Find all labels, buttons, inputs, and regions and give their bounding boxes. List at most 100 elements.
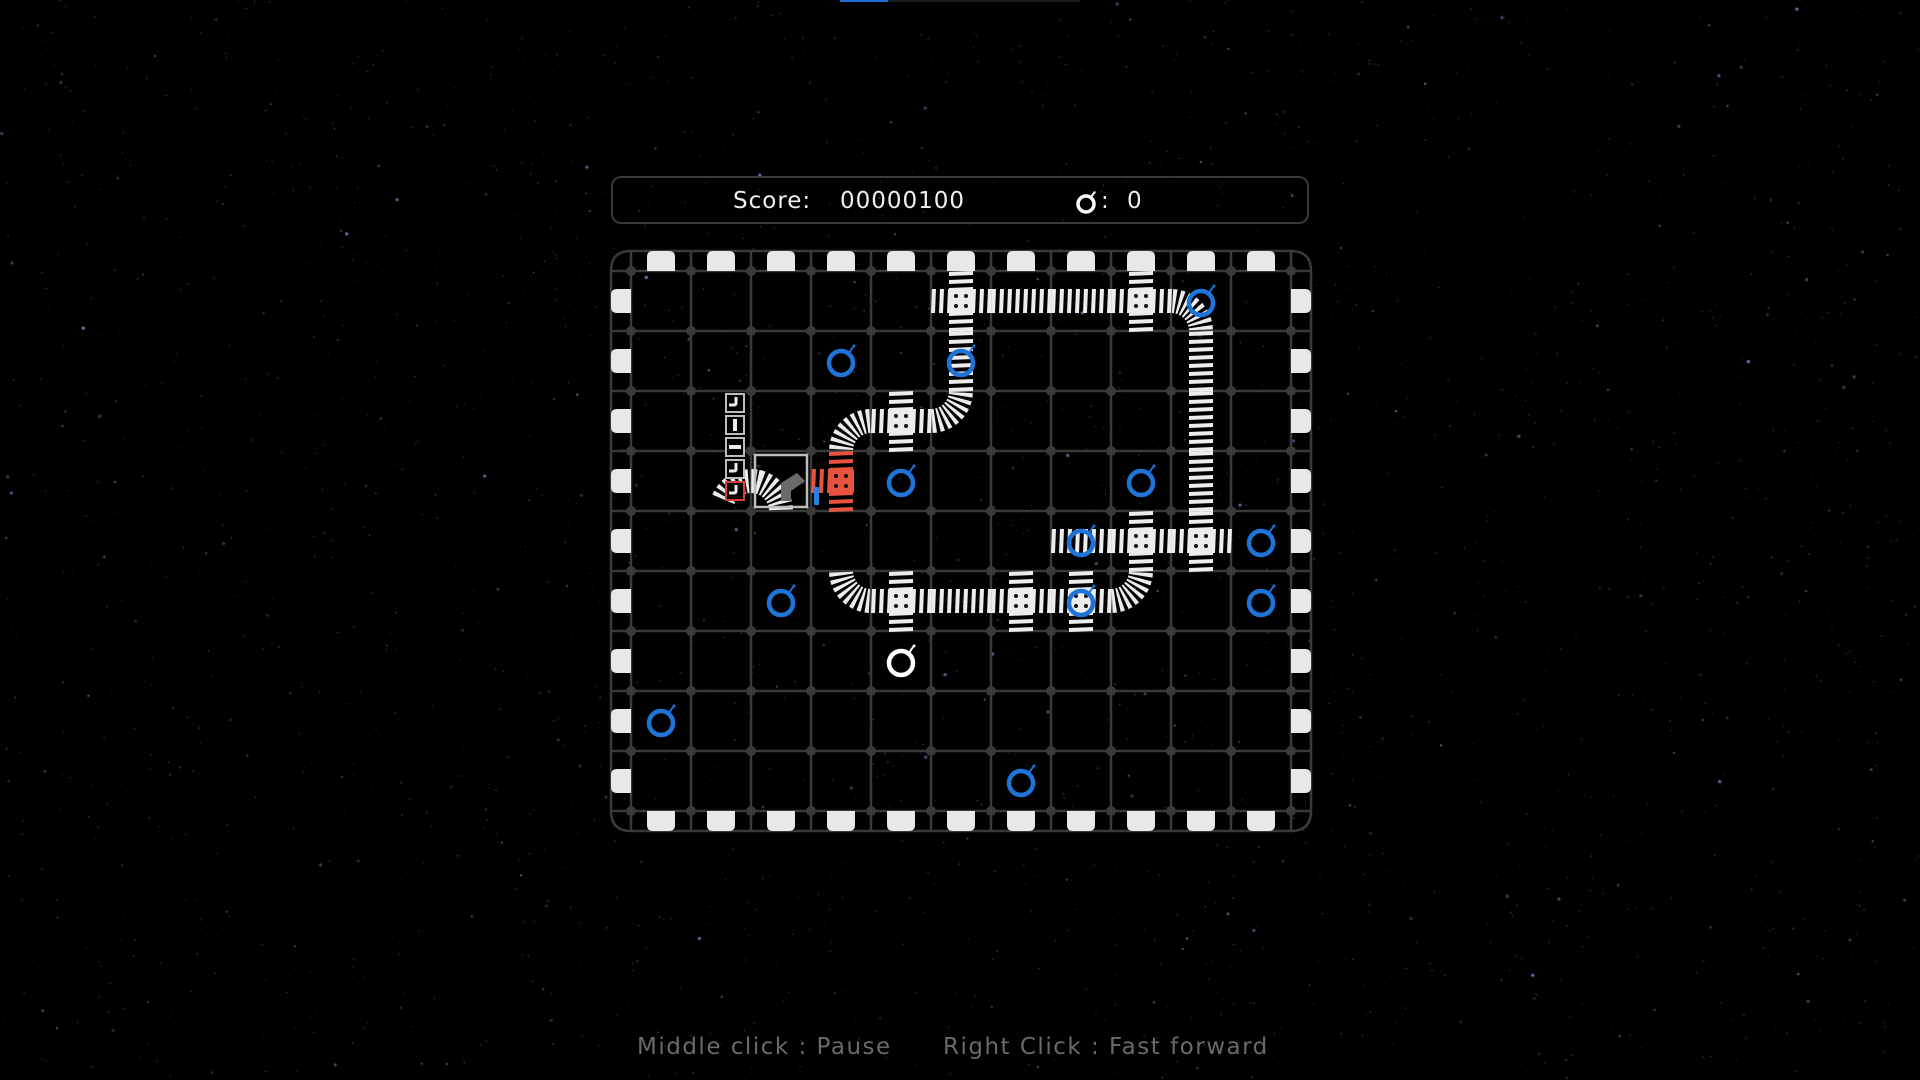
grid-node [1046,386,1056,396]
pipe-rivet [1084,604,1088,608]
edge-tab-top [707,251,735,271]
blue-ring-icon[interactable] [646,708,676,738]
pipe-segment [931,589,936,613]
pipe-rivet [964,294,968,298]
grid-node [1106,566,1116,576]
pipe-segment [1189,511,1213,516]
grid-node [1046,746,1056,756]
pipe-segment [1189,567,1213,572]
blue-ring-icon[interactable] [1186,288,1216,318]
pipe-segment [1189,459,1213,464]
pipe-segment [948,391,973,398]
pipe-rivet [1134,534,1138,538]
pipe-segment [1083,289,1088,313]
grid-node [1286,506,1296,516]
grid-node [1226,506,1236,516]
pipe-segment [999,589,1004,613]
grid-node [986,266,996,276]
pipe-segment [1189,355,1213,360]
pipe-rivet [1134,544,1138,548]
pipe-segment [1009,579,1033,584]
pipe-segment [842,417,861,438]
pipe-segment [1107,589,1112,613]
pipe-segment [871,589,876,613]
pipe-segment [919,589,924,613]
pipe-rivet [1194,544,1198,548]
grid-node [1286,266,1296,276]
pipe-segment [1219,529,1224,553]
grid-node [806,326,816,336]
grid-node [1226,446,1236,456]
grid-node [1106,686,1116,696]
pipe-segment [1175,290,1186,315]
blue-ring-icon[interactable] [886,468,916,498]
grid-node [986,686,996,696]
blue-ring-icon[interactable] [946,348,976,378]
grid-node [1226,266,1236,276]
grid-node [626,746,636,756]
ring-bomb-icon [1076,191,1096,214]
grid-node [746,746,756,756]
blue-ring-icon[interactable] [766,588,796,618]
edge-tab-top [767,251,795,271]
pipe-segment [1009,571,1033,576]
grid-node [1106,746,1116,756]
pipe-rivet [834,474,838,478]
pipe-segment [939,289,944,313]
blue-ring-icon[interactable] [826,348,856,378]
blue-ring-icon[interactable] [1126,468,1156,498]
pipe-rivet [904,424,908,428]
pipe-segment [1121,584,1140,605]
pipe-segment [919,409,924,433]
grid-node [626,566,636,576]
queue-piece-corner-icon [729,397,738,407]
grid-node [686,626,696,636]
grid-node [926,386,936,396]
blue-ring-icon-spark [1092,584,1096,588]
edge-tab-left [611,349,631,373]
pipe-segment [1069,627,1093,632]
pipe-junction [888,408,914,434]
blue-ring-icon[interactable] [1246,528,1276,558]
selected-cell-cursor[interactable] [753,453,809,509]
queue-piece-horizontal-icon [729,445,741,449]
grid-node [1106,506,1116,516]
queue-piece-vertical-icon [733,419,737,431]
grid-node [1166,506,1176,516]
pipe-segment [1189,371,1213,376]
edge-tab-top [1067,251,1095,271]
edge-tab-right [1291,469,1311,493]
blue-ring-icon-spark [852,344,856,348]
blue-ring-icon[interactable] [1066,588,1096,618]
pipe-segment [963,589,968,613]
pipe-segment [879,589,884,613]
pipe-segment [991,289,996,313]
pipe-segment [1159,289,1164,313]
grid-node [686,746,696,756]
blue-ring-icon-fuse [1208,286,1214,294]
blue-ring-icon[interactable] [1246,588,1276,618]
white-ring-icon-spark [912,644,916,648]
edge-tab-bottom [767,811,795,831]
blue-ring-icon[interactable] [1066,528,1096,558]
pipe-segment [849,412,864,436]
blue-ring-icon-spark [1032,764,1036,768]
pipe-segment [1111,289,1116,313]
pipe-segment [829,459,853,464]
pipe-segment [856,587,867,612]
pipe-segment [1059,589,1064,613]
edge-tab-bottom [827,811,855,831]
pipe-segment [1179,529,1184,553]
grid-node [746,566,756,576]
blue-ring-icon[interactable] [1006,768,1036,798]
pipe-segment [1067,289,1072,313]
edge-tab-right [1291,769,1311,793]
white-ring-icon[interactable] [886,648,916,678]
pipe-segment [941,404,960,425]
grid-node [866,506,876,516]
grid-node [866,326,876,336]
grid-node [926,326,936,336]
grid-node [746,626,756,636]
pipe-segment [1188,324,1213,331]
